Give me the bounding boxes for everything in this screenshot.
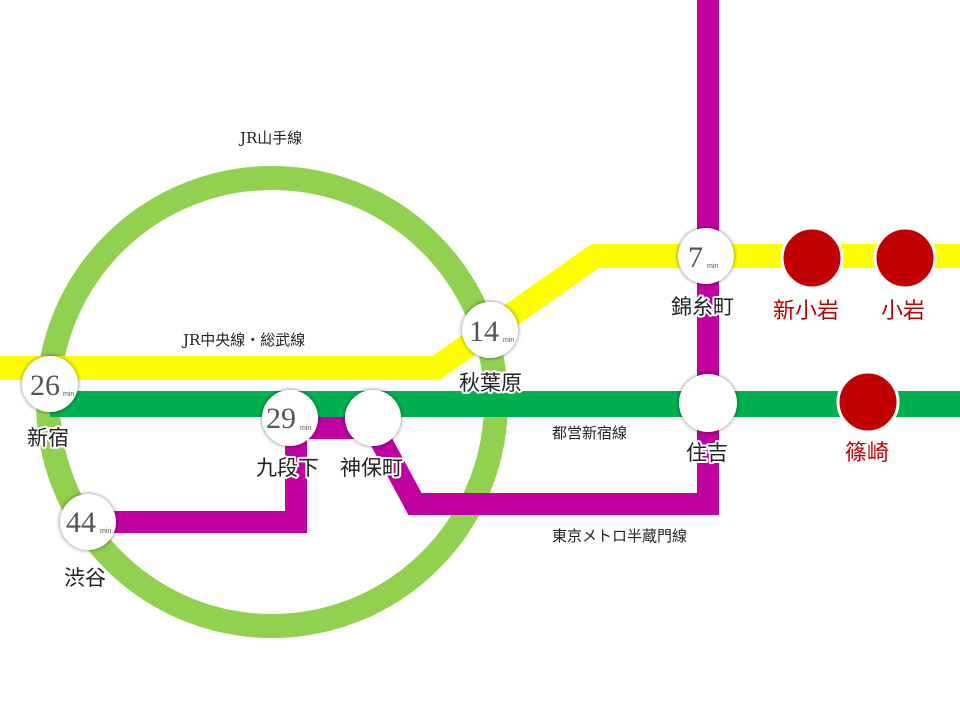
station-marker [679,374,737,432]
station-kudanshita: 29 min 九段下 [254,390,321,482]
station-marker [780,226,844,290]
station-name: 秋葉原 [459,371,522,395]
station-name: 錦糸町 [671,295,734,319]
station-akihabara: 14 min 秋葉原 [457,302,524,397]
station-marker [60,494,116,550]
travel-minutes: 7 [688,241,703,274]
minutes-unit: min [503,337,514,344]
station-marker [345,390,401,446]
hanzomon-line-label: 東京メトロ半蔵門線 [552,527,687,545]
minutes-unit: min [300,425,311,432]
station-marker [836,370,900,434]
station-marker [22,356,78,412]
yamanote-line-label: JR山手線 [238,129,302,147]
station-marker [873,226,937,290]
station-shinozaki: 篠崎 [836,370,900,468]
station-name: 篠崎 [845,441,889,466]
station-shibuya: 44 min 渋谷 [60,494,116,592]
station-shinjuku: 26 min 新宿 [22,356,78,452]
travel-minutes: 29 [266,402,296,435]
station-name: 九段下 [256,456,319,480]
station-name: 小岩 [881,299,925,324]
station-shinkoiwa: 新小岩 [771,226,844,326]
station-name: 新宿 [27,426,69,450]
station-kinshicho: 7 min 錦糸町 [669,228,736,321]
chuo-sobu-line-label: JR中央線・総武線 [181,331,305,349]
minutes-unit: min [63,391,74,398]
travel-minutes: 26 [30,369,60,402]
travel-minutes: 44 [66,506,96,539]
station-jimbocho: 神保町 [338,390,405,482]
minutes-unit: min [707,263,718,270]
station-name: 渋谷 [64,566,106,590]
station-name: 神保町 [340,456,403,480]
station-name: 住吉 [686,441,728,465]
minutes-unit: min [100,528,111,535]
chuo-sobu-line [0,244,960,380]
station-name: 新小岩 [773,299,839,324]
station-marker [678,228,734,284]
station-marker [262,390,318,446]
station-sumiyoshi: 住吉 [679,374,737,467]
station-koiwa: 小岩 [873,226,937,326]
toei-shinjuku-line-label: 都営新宿線 [552,424,627,442]
station-marker [462,302,518,358]
travel-minutes: 14 [469,315,499,348]
